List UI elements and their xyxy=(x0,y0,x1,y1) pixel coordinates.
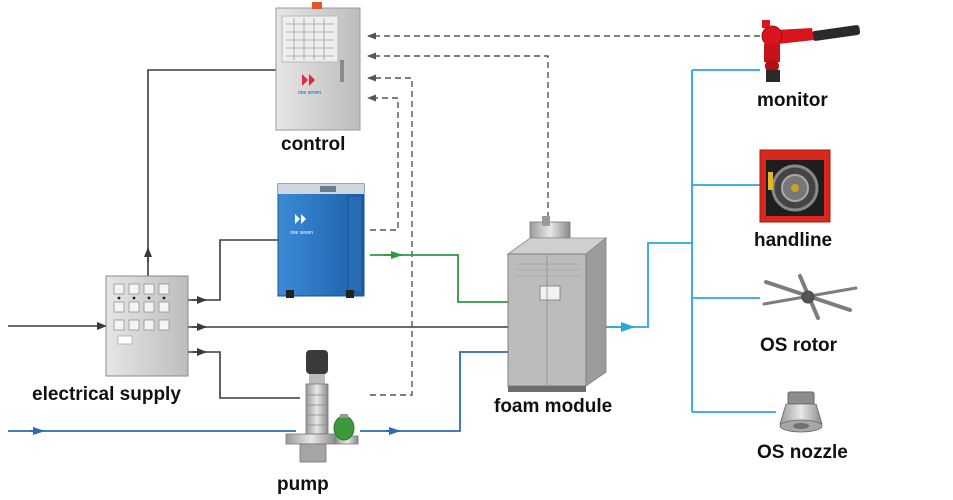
power-to-pump-line xyxy=(186,351,300,399)
os-rotor-device xyxy=(762,274,858,320)
air-unit: one seven xyxy=(277,183,365,298)
signal-pump-line xyxy=(367,74,413,396)
handline-device xyxy=(759,149,831,223)
power-lines xyxy=(8,69,508,399)
air-unit-brand: one seven xyxy=(290,230,313,236)
signal-air-line xyxy=(367,94,399,231)
label-control: control xyxy=(281,134,346,155)
label-pump: pump xyxy=(277,474,329,495)
foam-output-lines xyxy=(604,69,776,413)
signal-lines xyxy=(367,32,760,396)
os-nozzle-device xyxy=(779,391,823,433)
power-to-air-unit-line xyxy=(186,239,282,301)
water-to-foam-line xyxy=(360,351,508,432)
label-monitor: monitor xyxy=(757,90,828,111)
power-to-control-line xyxy=(147,69,280,278)
pump xyxy=(285,350,359,463)
label-foam-module: foam module xyxy=(494,396,613,417)
electrical-panel xyxy=(105,275,189,377)
water-lines xyxy=(8,351,508,435)
signal-foam-line xyxy=(367,52,549,218)
label-os-rotor: OS rotor xyxy=(760,335,838,356)
label-handline: handline xyxy=(754,230,833,251)
label-os-nozzle: OS nozzle xyxy=(757,442,848,463)
svg-text:one seven: one seven xyxy=(298,90,321,96)
label-electrical-supply: electrical supply xyxy=(32,384,181,405)
control-cabinet: one seven xyxy=(275,2,361,131)
monitor-device xyxy=(761,20,861,82)
air-line xyxy=(370,251,508,303)
foam-module xyxy=(506,216,608,392)
